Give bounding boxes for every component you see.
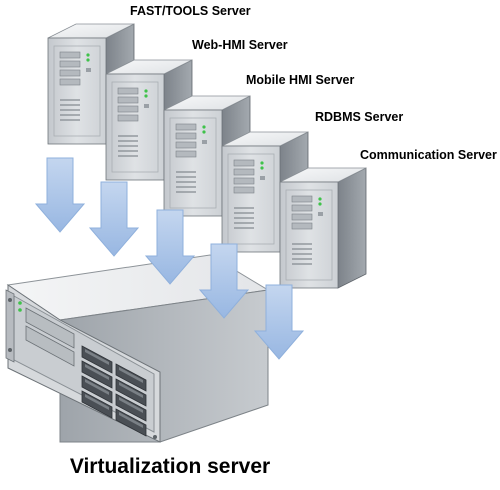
down-arrow-icon: [198, 243, 250, 319]
down-arrow-icon: [144, 209, 196, 285]
server-label-mobile-hmi: Mobile HMI Server: [246, 73, 355, 87]
tower-server-icon: [279, 167, 367, 289]
down-arrow-icon: [88, 181, 140, 257]
server-label-web-hmi: Web-HMI Server: [192, 38, 288, 52]
server-label-rdbms: RDBMS Server: [315, 110, 404, 124]
server-label-communication: Communication Server: [360, 148, 497, 162]
diagram-caption: Virtualization server: [69, 455, 271, 478]
down-arrow-icon: [34, 157, 86, 233]
server-label-fast-tools: FAST/TOOLS Server: [130, 4, 251, 18]
rack-server-icon: [5, 254, 270, 443]
down-arrow-icon: [253, 284, 305, 360]
